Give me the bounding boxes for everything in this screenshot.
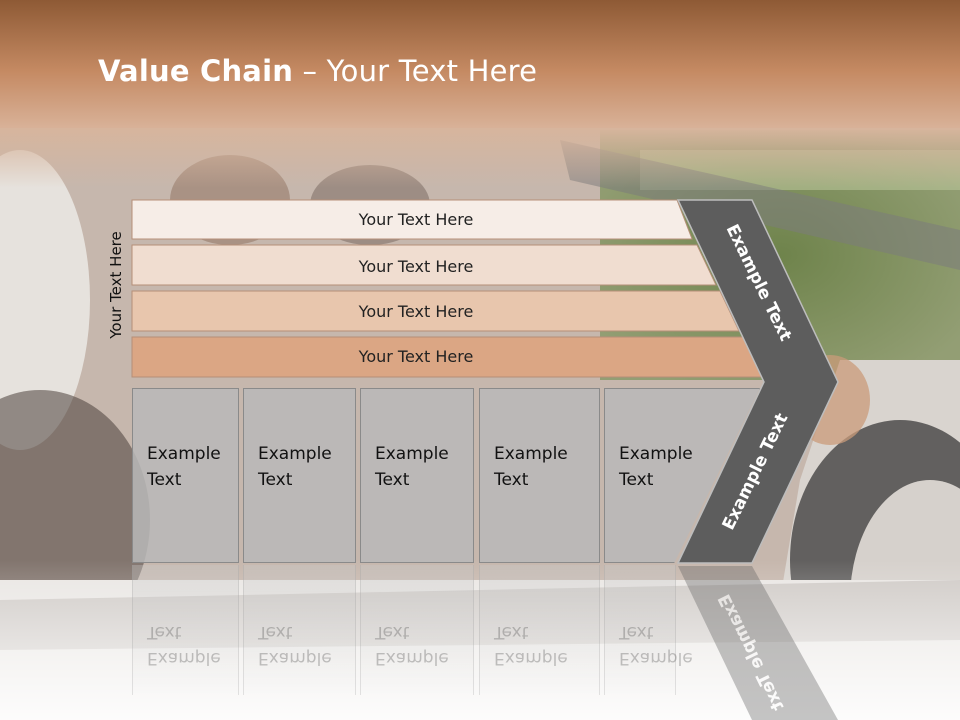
activity-box-4-reflection: Example Text <box>479 565 600 695</box>
activity-box-1-reflection: Example Text <box>132 565 239 695</box>
slide-title: Value Chain – Your Text Here <box>98 54 537 88</box>
activity-box-1-reflection-label: Example Text <box>147 622 221 668</box>
chevron-shape <box>676 199 839 564</box>
chevron-reflection-shape <box>678 566 838 720</box>
bar-2-shape <box>131 244 717 286</box>
activity-box-1-label: Example Text <box>147 444 221 490</box>
activity-box-5-reflection: Example Text <box>604 565 693 695</box>
bar-3-label: Your Text Here <box>358 302 474 321</box>
activity-box-4-reflection-label: Example Text <box>494 622 568 668</box>
activity-box-1: Example Text <box>132 388 239 563</box>
activity-box-2-reflection-label: Example Text <box>258 622 332 668</box>
bar-3-shape <box>131 290 740 332</box>
activity-box-5-reflection-label: Example Text <box>619 622 693 668</box>
bar-2: Your Text Here <box>131 244 717 286</box>
activity-box-2-reflection: Example Text <box>243 565 356 695</box>
value-chain-bars: Your Text Here Your Text Here Your Text … <box>131 199 764 378</box>
activity-box-3-reflection: Example Text <box>360 565 474 695</box>
activity-box-4-label: Example Text <box>494 444 568 490</box>
bar-2-label: Your Text Here <box>358 257 474 276</box>
bar-4-label: Your Text Here <box>358 347 474 366</box>
activity-box-2-label: Example Text <box>258 444 332 490</box>
activity-box-3: Example Text <box>360 388 474 563</box>
title-rest: – Your Text Here <box>293 54 538 88</box>
activity-box-3-reflection-label: Example Text <box>375 622 449 668</box>
bar-1-shape <box>131 199 693 240</box>
bar-1: Your Text Here <box>131 199 693 240</box>
activity-box-2: Example Text <box>243 388 356 563</box>
bar-3: Your Text Here <box>131 290 740 332</box>
activity-box-4: Example Text <box>479 388 600 563</box>
bar-4: Your Text Here <box>131 336 764 378</box>
title-bold: Value Chain <box>98 54 294 88</box>
activity-box-3-label: Example Text <box>375 444 449 490</box>
activity-box-5-label: Example Text <box>619 444 693 490</box>
bar-1-label: Your Text Here <box>358 210 474 229</box>
